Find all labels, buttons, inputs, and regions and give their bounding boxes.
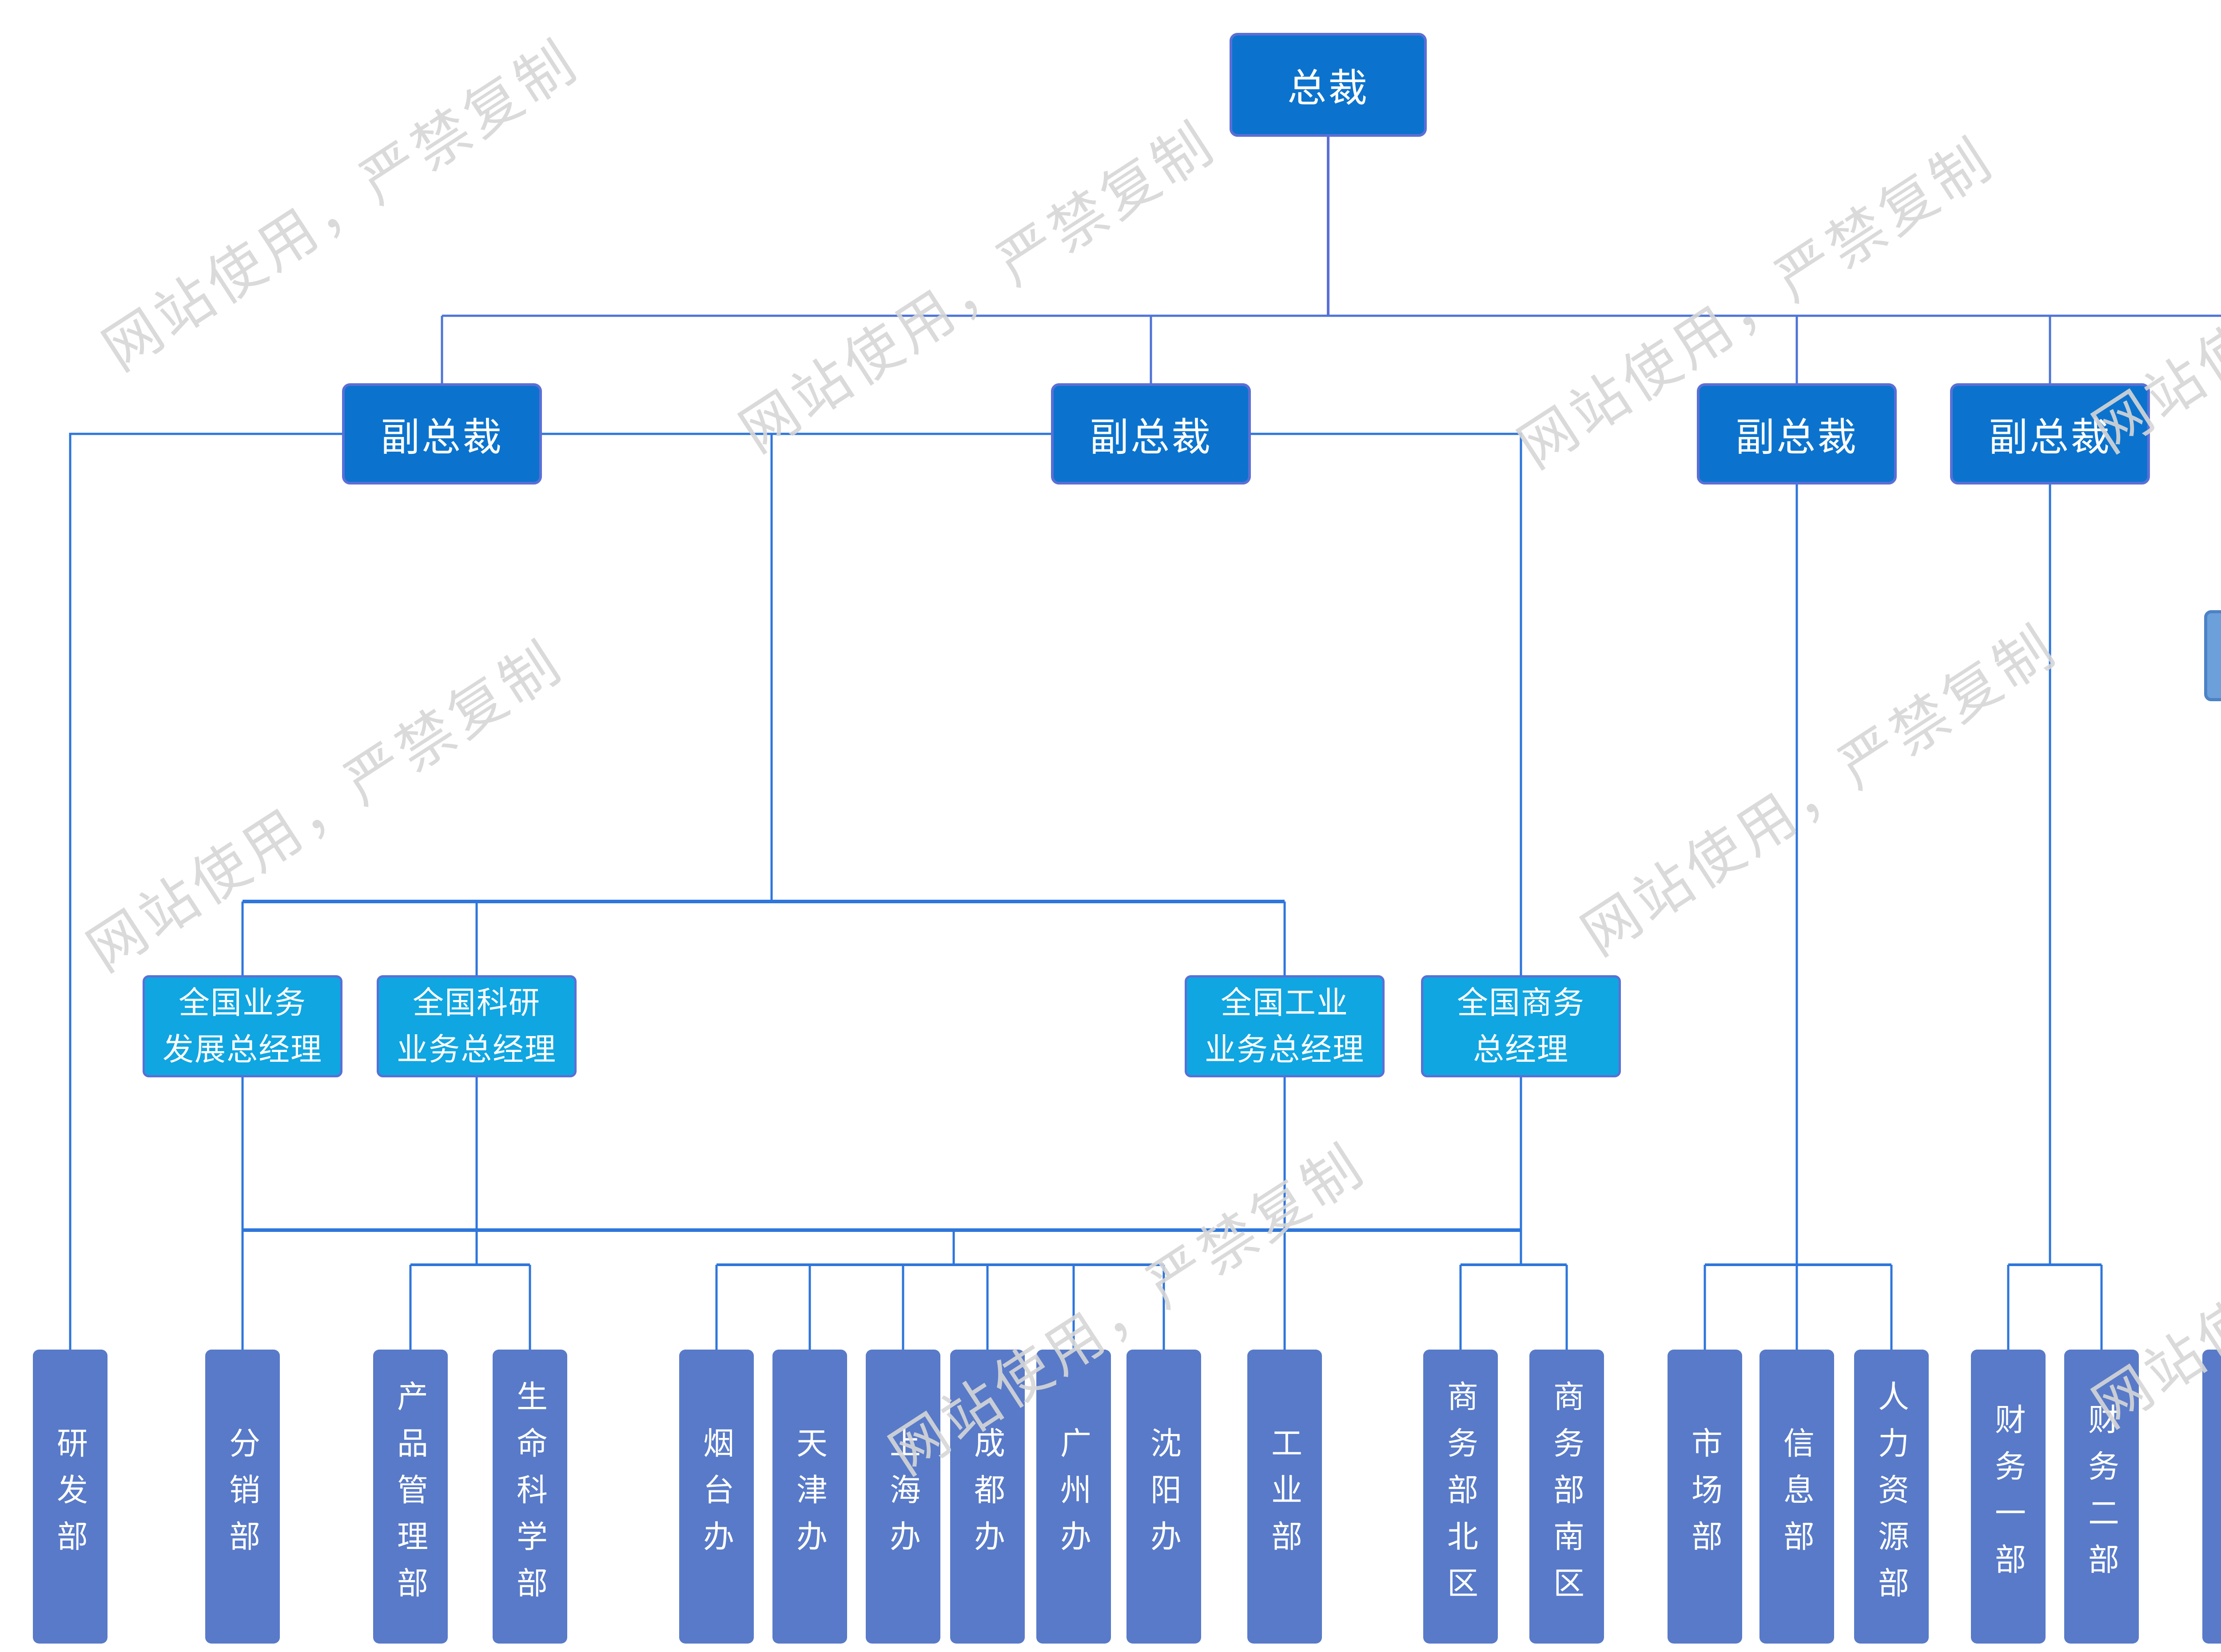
department-label: 研发部: [52, 1426, 88, 1567]
department-label: 信息部: [1779, 1426, 1814, 1567]
node-dept-yantai-office[interactable]: 烟台办: [679, 1350, 754, 1644]
department-label: 产品管理部: [393, 1380, 428, 1613]
node-dept-finance-2[interactable]: 财务二部: [2064, 1350, 2139, 1644]
department-label: 财务二部: [2084, 1403, 2119, 1590]
connector-vp1-to-rnd: [69, 433, 343, 1350]
department-label: 商务部北区: [1443, 1380, 1478, 1613]
node-vice-president-4[interactable]: 副总裁: [1950, 383, 2150, 484]
department-label: 天津办: [792, 1426, 827, 1567]
node-vice-president-3[interactable]: 副总裁: [1697, 383, 1897, 484]
node-president[interactable]: 总裁: [1230, 33, 1427, 137]
node-dept-shanghai-office[interactable]: 上海办: [866, 1350, 940, 1644]
node-dept-product-management[interactable]: 产品管理部: [373, 1350, 448, 1644]
node-dept-human-resources[interactable]: 人力资源部: [1854, 1350, 1929, 1644]
node-gm-national-commerce[interactable]: 全国商务 总经理: [1421, 975, 1621, 1077]
node-vice-president-2[interactable]: 副总裁: [1051, 383, 1251, 484]
node-dept-commerce-north[interactable]: 商务部北区: [1423, 1350, 1498, 1644]
node-dept-information[interactable]: 信息部: [1759, 1350, 1834, 1644]
department-label: 广州办: [1056, 1426, 1091, 1567]
node-gm-national-business-development[interactable]: 全国业务 发展总经理: [143, 975, 342, 1077]
node-dept-general-office[interactable]: 办公室: [2202, 1350, 2221, 1644]
node-dept-rnd[interactable]: 研发部: [33, 1350, 107, 1644]
department-label: 分销部: [225, 1426, 260, 1567]
node-dept-marketing[interactable]: 市场部: [1668, 1350, 1742, 1644]
node-gm-national-research[interactable]: 全国科研 业务总经理: [377, 975, 577, 1077]
node-dept-life-science[interactable]: 生命科学部: [493, 1350, 567, 1644]
node-dept-commerce-south[interactable]: 商务部南区: [1529, 1350, 1604, 1644]
department-label: 商务部南区: [1549, 1380, 1584, 1613]
department-label: 人力资源部: [1874, 1380, 1909, 1613]
node-dept-chengdu-office[interactable]: 成都办: [950, 1350, 1025, 1644]
node-dept-industry[interactable]: 工业部: [1247, 1350, 1322, 1644]
department-label: 生命科学部: [512, 1380, 547, 1613]
department-label: 沈阳办: [1146, 1426, 1181, 1567]
node-dept-guangzhou-office[interactable]: 广州办: [1036, 1350, 1111, 1644]
department-label: 办公室: [2217, 1427, 2221, 1567]
node-vice-president-1[interactable]: 副总裁: [342, 383, 542, 484]
connector-rail-a: [541, 433, 1522, 975]
node-president-assistant[interactable]: 总裁助理: [2204, 610, 2221, 701]
node-gm-national-industry[interactable]: 全国工业 业务总经理: [1185, 975, 1385, 1077]
node-dept-distribution[interactable]: 分销部: [205, 1350, 280, 1644]
department-label: 市场部: [1687, 1426, 1722, 1567]
node-dept-finance-1[interactable]: 财务一部: [1971, 1350, 2046, 1644]
department-label: 上海办: [885, 1426, 920, 1567]
node-dept-shenyang-office[interactable]: 沈阳办: [1126, 1350, 1201, 1644]
node-dept-tianjin-office[interactable]: 天津办: [772, 1350, 847, 1644]
department-label: 成都办: [970, 1426, 1005, 1567]
department-label: 工业部: [1267, 1426, 1302, 1567]
department-label: 财务一部: [1990, 1403, 2026, 1590]
department-label: 烟台办: [699, 1426, 734, 1567]
